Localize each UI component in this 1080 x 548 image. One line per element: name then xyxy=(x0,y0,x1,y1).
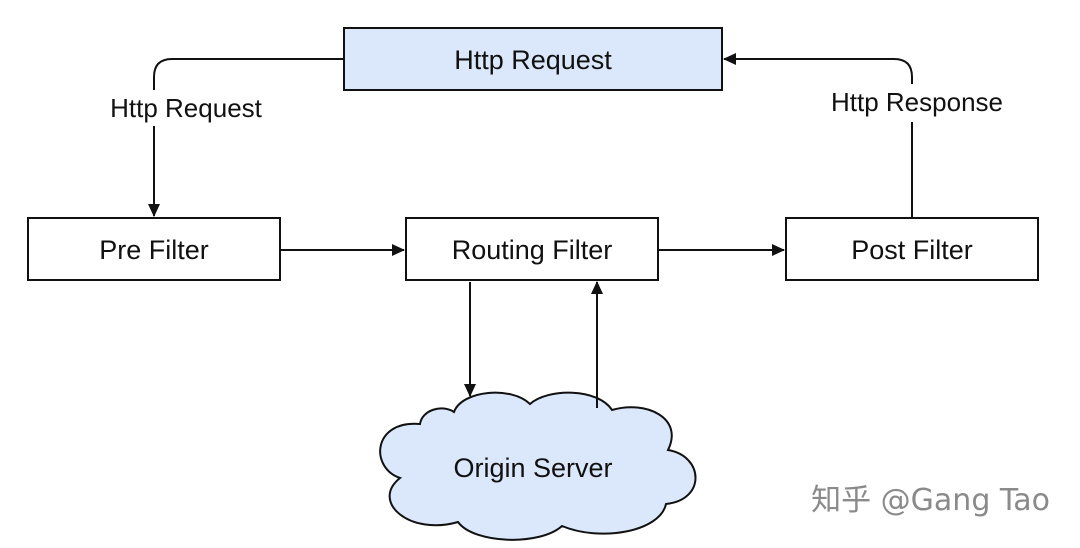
request-to-pre-filter-edge xyxy=(148,58,344,217)
origin-server-label: Origin Server xyxy=(453,453,612,483)
http-request-node-label: Http Request xyxy=(454,45,612,75)
pre-filter-node-label: Pre Filter xyxy=(99,235,209,265)
right-edge-label: Http Response xyxy=(831,87,1003,117)
post-filter-node-box xyxy=(785,217,1039,281)
post-filter-node-label: Post Filter xyxy=(851,235,973,265)
post-filter-to-response-edge xyxy=(723,53,913,218)
right-edge-label-bg xyxy=(818,84,1018,122)
left-edge-label-bg xyxy=(98,90,270,126)
watermark-text: 知乎 @Gang Tao xyxy=(811,483,1050,518)
routing-filter-node: Routing Filter xyxy=(405,217,659,281)
post-filter-node: Post Filter xyxy=(785,217,1039,281)
routing-filter-node-label: Routing Filter xyxy=(452,235,613,265)
origin-server-cloud xyxy=(379,391,697,541)
left-edge-label: Http Request xyxy=(110,93,263,123)
routing-filter-node-box xyxy=(405,217,659,281)
http-request-node: Http Request xyxy=(343,27,723,91)
pre-filter-node-box xyxy=(27,217,281,281)
pre-filter-node: Pre Filter xyxy=(27,217,281,281)
origin-server-node: Origin Server xyxy=(379,391,697,541)
http-request-node-box xyxy=(343,27,723,91)
